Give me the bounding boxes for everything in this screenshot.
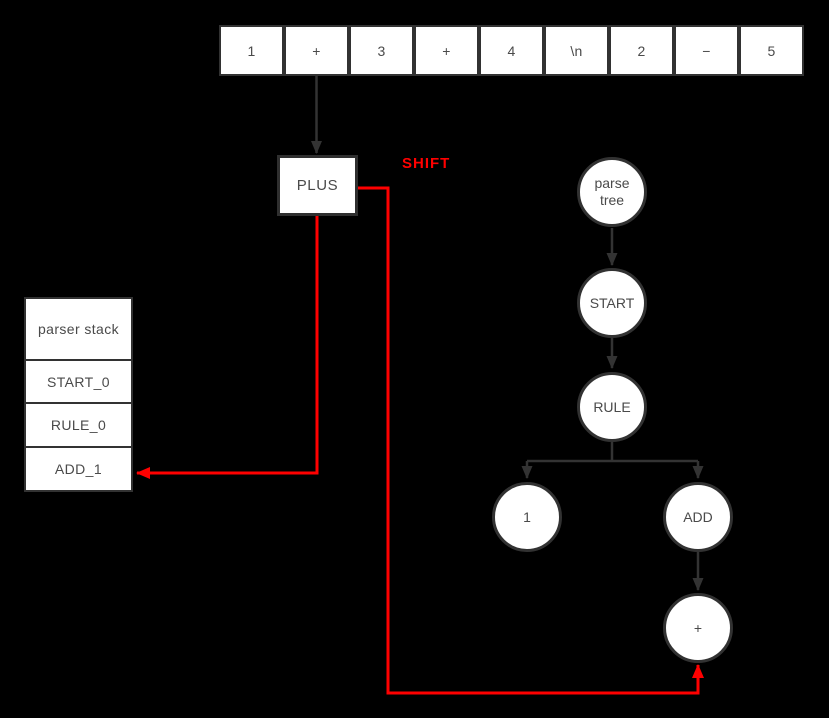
parser-stack: parser stack START_0 RULE_0 ADD_1 <box>24 297 133 492</box>
stack-cell-label: ADD_1 <box>54 460 103 477</box>
token-cell: − <box>674 25 739 76</box>
token-label: − <box>702 42 711 59</box>
tree-node-label: 1 <box>523 508 531 525</box>
tree-node-label: RULE <box>593 398 631 415</box>
token-cell: + <box>284 25 349 76</box>
token-label: + <box>442 42 451 59</box>
parser-stack-title-label: parser stack <box>37 321 120 337</box>
stack-cell-rule-0: RULE_0 <box>24 402 133 448</box>
stack-cell-label: START_0 <box>47 373 110 390</box>
token-label: 4 <box>507 42 516 59</box>
token-cell: \n <box>544 25 609 76</box>
current-token-label: PLUS <box>296 177 339 194</box>
token-label: \n <box>570 42 583 59</box>
tree-node-label: + <box>693 619 703 636</box>
token-label: 1 <box>247 42 256 59</box>
stack-cell-add-1: ADD_1 <box>24 445 133 492</box>
token-row: 1 + 3 + 4 \n 2 − 5 <box>219 25 804 76</box>
tree-node-plus: + <box>663 593 733 663</box>
tree-node-label: START <box>589 294 635 311</box>
token-cell: 4 <box>479 25 544 76</box>
token-cell: 2 <box>609 25 674 76</box>
red-arrow-to-plus-node <box>358 186 704 695</box>
tree-node-rule: RULE <box>577 372 647 442</box>
tree-node-start: START <box>577 268 647 338</box>
parser-stack-title: parser stack <box>24 297 133 361</box>
shift-action-label: SHIFT <box>402 155 451 172</box>
red-arrow-to-stack <box>136 216 319 479</box>
token-label: 3 <box>377 42 386 59</box>
token-cell: 5 <box>739 25 804 76</box>
current-token-box: PLUS <box>277 155 358 216</box>
token-cell: 3 <box>349 25 414 76</box>
tree-node-parse-tree: parse tree <box>577 157 647 227</box>
stack-cell-label: RULE_0 <box>50 417 107 433</box>
tree-node-one: 1 <box>492 482 562 552</box>
token-label: 2 <box>637 42 646 59</box>
tree-node-label: ADD <box>683 508 713 525</box>
tree-node-add: ADD <box>663 482 733 552</box>
token-label: + <box>312 42 321 59</box>
stack-cell-start-0: START_0 <box>24 358 133 405</box>
token-cell: + <box>414 25 479 76</box>
token-label: 5 <box>767 42 776 59</box>
token-cell: 1 <box>219 25 284 76</box>
tree-node-label: parse tree <box>594 175 630 208</box>
